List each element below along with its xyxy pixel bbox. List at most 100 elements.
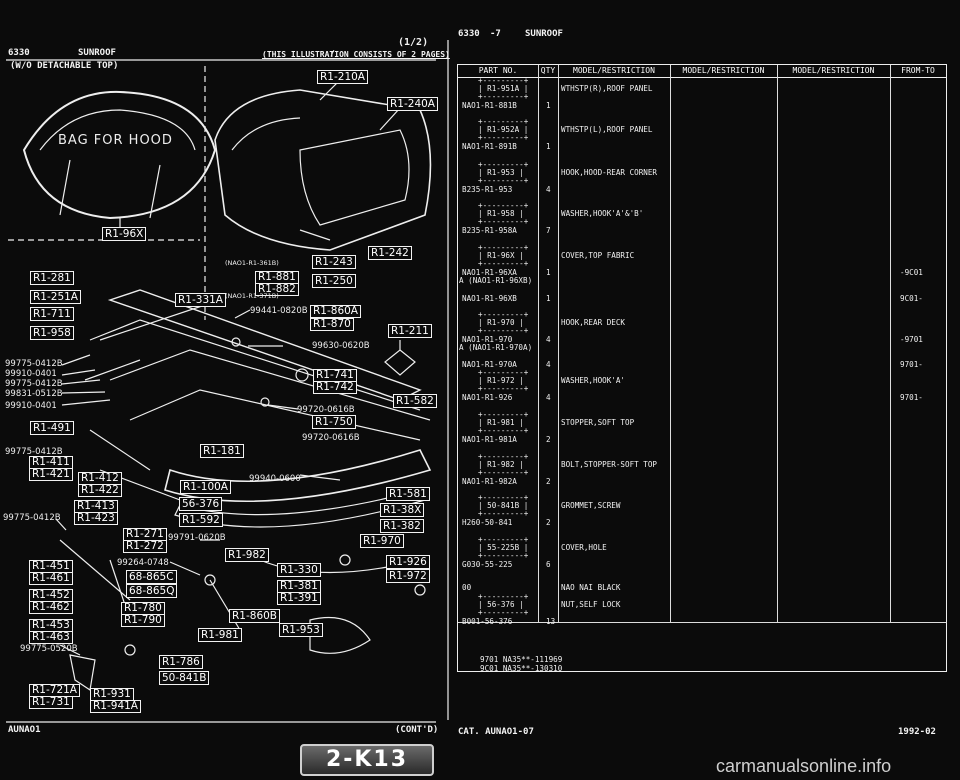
ref-box: | 56-376 | — [478, 600, 524, 609]
callout-box: R1-860B — [229, 609, 281, 623]
callout-box: R1-463 — [29, 631, 73, 644]
ref-dashes: +---------+ — [478, 259, 529, 268]
callout-box: R1-711 — [30, 307, 74, 321]
variant-label: (W/O DETACHABLE TOP) — [10, 61, 119, 71]
right-section-title: SUNROOF — [525, 29, 563, 39]
description: NUT,SELF LOCK — [561, 600, 621, 609]
part-number: NAO1-R1-96XA — [462, 268, 517, 277]
description: WTHSTP(L),ROOF PANEL — [561, 125, 653, 134]
ref-dashes: +---------+ — [478, 384, 529, 393]
description: WASHER,HOOK'A' — [561, 376, 626, 385]
ref-box: | R1-96X | — [478, 251, 524, 260]
qty-value: 1 — [546, 268, 551, 277]
qty-value: 2 — [546, 477, 551, 486]
part-number: NAO1-R1-970 — [462, 335, 513, 344]
ref-dashes: +---------+ — [478, 551, 529, 560]
part-label: 99791-0620B — [168, 533, 226, 543]
ref-dashes: +---------+ — [478, 452, 529, 461]
ref-dashes: +---------+ — [478, 326, 529, 335]
ref-dashes: +---------+ — [478, 201, 529, 210]
part-number-alt: A (NAO1-R1-970A) — [459, 343, 533, 352]
catalog-code: CAT. AUNAO1-07 — [458, 727, 534, 737]
qty-value: 4 — [546, 393, 551, 402]
callout-box: R1-882 — [255, 283, 299, 296]
tick-mark: / — [330, 49, 335, 58]
callout-box: R1-953 — [279, 623, 323, 637]
part-number: NAO1-R1-891B — [462, 142, 517, 151]
from-to-value: -9701 — [900, 335, 923, 344]
part-number: B235-R1-958A — [462, 226, 517, 235]
right-section-number: 6330 — [458, 29, 480, 39]
section-title: SUNROOF — [78, 48, 116, 58]
part-number: NAO1-R1-982A — [462, 477, 517, 486]
left-footer-contd: (CONT'D) — [395, 725, 439, 735]
description: HOOK,HOOD-REAR CORNER — [561, 168, 658, 177]
part-label: (NAO1-R1-361B) — [225, 259, 279, 267]
qty-value: 7 — [546, 226, 551, 235]
callout-box: R1-462 — [29, 601, 73, 614]
column-header: MODEL/RESTRICTION — [777, 65, 890, 78]
description: HOOK,REAR DECK — [561, 318, 626, 327]
callout-box: R1-790 — [121, 614, 165, 627]
ref-dashes: +---------+ — [478, 243, 529, 252]
callout-box: 56-376 — [179, 497, 223, 511]
serial-note: 9701 NA35**-111969 — [480, 655, 563, 664]
part-label: 99775-0520B — [20, 644, 78, 654]
part-label: 99831-0512B — [5, 389, 63, 399]
callout-box: R1-742 — [313, 381, 357, 394]
part-number-alt: A (NAO1-R1-96XB) — [459, 276, 533, 285]
description: WTHSTP(R),ROOF PANEL — [561, 84, 653, 93]
ref-box: | R1-982 | — [478, 460, 524, 469]
issue-date: 1992-02 — [898, 727, 936, 737]
callout-box: R1-731 — [29, 696, 73, 709]
qty-value: 2 — [546, 518, 551, 527]
serial-note: 9C01 NA35**-130310 — [480, 664, 563, 673]
ref-dashes: +---------+ — [478, 535, 529, 544]
part-label: 99775-0412B — [5, 447, 63, 457]
callout-box: R1-981 — [198, 628, 242, 642]
illustration-note: (THIS ILLUSTRATION CONSISTS OF 2 PAGES) — [262, 50, 450, 59]
from-to-value: 9701- — [900, 393, 923, 402]
description: GROMMET,SCREW — [561, 501, 621, 510]
part-label: 99720-0616B — [302, 433, 360, 443]
column-header: FROM-TO — [890, 65, 946, 78]
ref-dashes: +---------+ — [478, 509, 529, 518]
ref-box: | R1-951A | — [478, 84, 529, 93]
callout-box: R1-250 — [312, 274, 356, 288]
page-number-badge: 2-K13 — [300, 744, 434, 776]
callout-box: R1-860A — [310, 305, 361, 318]
ref-box: | R1-958 | — [478, 209, 524, 218]
ref-dashes: +---------+ — [478, 217, 529, 226]
ref-box: | 50-841B | — [478, 501, 529, 510]
part-label: 99630-0620B — [312, 341, 370, 351]
callout-box: R1-491 — [30, 421, 74, 435]
callout-box: R1-181 — [200, 444, 244, 458]
description: WASHER,HOOK'A'&'B' — [561, 209, 644, 218]
ref-dashes: +---------+ — [478, 310, 529, 319]
callout-box: R1-242 — [368, 246, 412, 260]
part-number: NAO1-R1-981A — [462, 435, 517, 444]
qty-value: 1 — [546, 101, 551, 110]
part-number: H260-50-841 — [462, 518, 513, 527]
section-number: 6330 — [8, 48, 30, 58]
callout-box: R1-330 — [277, 563, 321, 577]
ref-box: | R1-953 | — [478, 168, 524, 177]
ref-dashes: +---------+ — [478, 176, 529, 185]
callout-box: R1-592 — [179, 513, 223, 527]
callout-box: 68-865Q — [126, 584, 178, 598]
part-label: 99910-0401 — [5, 401, 57, 411]
qty-value: 4 — [546, 185, 551, 194]
left-footer-code: AUNAO1 — [8, 725, 41, 735]
part-label: 99775-0412B — [5, 359, 63, 369]
callout-box: R1-391 — [277, 592, 321, 605]
callout-box: R1-421 — [29, 468, 73, 481]
ref-dashes: +---------+ — [478, 133, 529, 142]
callout-box: R1-581 — [386, 487, 430, 501]
ref-box: | R1-972 | — [478, 376, 524, 385]
callout-box: 50-841B — [159, 671, 210, 685]
ref-dashes: +---------+ — [478, 160, 529, 169]
part-number: B001-56-376 — [462, 617, 513, 626]
callout-box: R1-272 — [123, 540, 167, 553]
from-to-value: 9701- — [900, 360, 923, 369]
part-number: NAO1-R1-96XB — [462, 294, 517, 303]
